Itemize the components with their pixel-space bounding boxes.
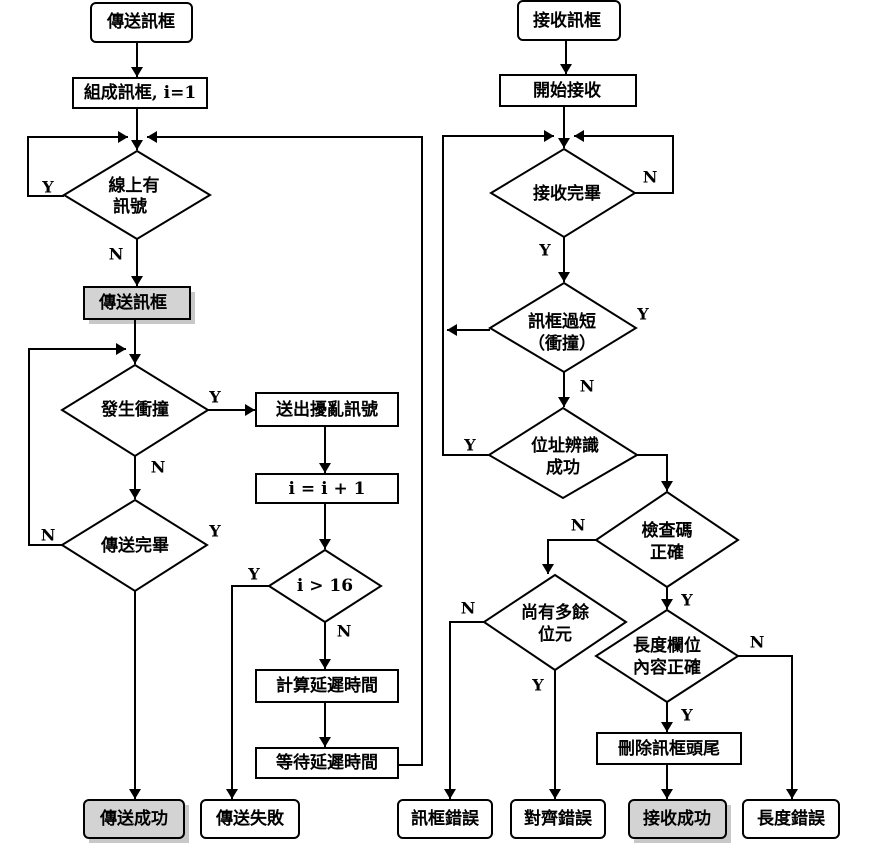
length-label-2: 內容正確: [633, 657, 701, 678]
yes-label: Y: [636, 305, 649, 324]
begin-receive-label: 開始接收: [533, 80, 601, 101]
extra-bits-label-2: 位元: [538, 624, 572, 645]
sender-start: 傳送訊框: [90, 2, 193, 43]
length-error-label: 長度錯誤: [757, 808, 826, 829]
line-busy-label-2: 訊號: [113, 196, 147, 217]
calc-delay-box: 計算延遲時間: [255, 669, 399, 703]
send-fail-box: 傳送失敗: [200, 799, 300, 839]
strip-header-box: 刪除訊框頭尾: [596, 732, 742, 765]
increment-label: i = i + 1: [289, 479, 366, 499]
line-busy-label-1: 線上有: [109, 175, 160, 196]
yes-label: Y: [463, 436, 476, 455]
no-label: N: [109, 245, 124, 264]
wait-delay-box: 等待延遲時間: [255, 747, 399, 779]
too-short-label-2: （衝撞）: [528, 333, 596, 354]
no-label: N: [571, 516, 586, 535]
yes-label: Y: [531, 676, 544, 695]
length-field-decision: 長度欄位 內容正確: [594, 608, 740, 704]
receive-success-label: 接收成功: [643, 808, 711, 829]
align-error-label: 對齊錯誤: [524, 808, 593, 829]
frame-too-short-decision: 訊框過短 （衝撞）: [488, 281, 638, 374]
busy-loop-line: [27, 131, 128, 197]
restart-loop-line: [442, 130, 554, 456]
receive-done-decision: 接收完畢: [489, 147, 637, 239]
arrow: [444, 621, 484, 799]
arrow: [226, 585, 269, 799]
arrow: [738, 655, 798, 799]
no-label: N: [580, 377, 595, 396]
checksum-label-1: 檢查碼: [642, 520, 693, 541]
no-label: N: [461, 599, 476, 618]
collision-decision: 發生衝撞: [60, 363, 210, 458]
yes-label: Y: [247, 565, 260, 584]
wait-delay-label: 等待延遲時間: [276, 752, 378, 773]
too-short-label-1: 訊框過短: [528, 311, 596, 332]
address-match-decision: 位址辨識 成功: [487, 406, 639, 500]
line-busy-decision: 線上有 訊號: [62, 149, 212, 241]
checksum-decision: 檢查碼 正確: [594, 490, 740, 589]
jam-label: 送出擾亂訊號: [276, 399, 378, 420]
strip-label: 刪除訊框頭尾: [618, 738, 720, 759]
send-success-label: 傳送成功: [99, 808, 168, 829]
send-done-label: 傳送完畢: [100, 535, 169, 556]
frame-error-box: 訊框錯誤: [397, 799, 493, 839]
no-label: N: [643, 168, 658, 187]
no-label: N: [337, 622, 352, 641]
increment-box: i = i + 1: [255, 473, 399, 504]
assemble-label: 組成訊框, i=1: [84, 82, 196, 103]
arrow: [542, 539, 596, 574]
checksum-label-2: 正確: [650, 542, 684, 563]
transmit-frame-box: 傳送訊框: [83, 286, 195, 324]
yes-label: Y: [680, 706, 693, 725]
no-label: N: [151, 458, 166, 477]
receiver-start-label: 接收訊框: [533, 10, 601, 31]
no-label: N: [750, 633, 765, 652]
yes-label: Y: [208, 522, 221, 541]
alignment-error-box: 對齊錯誤: [510, 799, 606, 839]
jam-signal-box: 送出擾亂訊號: [255, 392, 399, 427]
retry-loop-line: [147, 131, 423, 766]
collision-label: 發生衝撞: [100, 399, 169, 420]
yes-label: Y: [41, 178, 54, 197]
sender-start-label: 傳送訊框: [106, 11, 175, 32]
assemble-frame-box: 組成訊框, i=1: [72, 77, 208, 109]
address-label-1: 位址辨識: [531, 435, 599, 456]
send-fail-label: 傳送失敗: [215, 808, 285, 829]
yes-label: Y: [208, 388, 221, 407]
yes-label: Y: [538, 241, 551, 260]
receiver-start: 接收訊框: [517, 0, 621, 41]
send-success-box: 傳送成功: [83, 799, 189, 843]
calc-delay-label: 計算延遲時間: [276, 675, 378, 696]
length-label-1: 長度欄位: [633, 635, 701, 656]
receive-success-box: 接收成功: [628, 799, 731, 843]
not-done-loop-line: [28, 343, 126, 546]
yes-label: Y: [680, 591, 693, 610]
retry-limit-decision: i > 16: [267, 548, 383, 624]
extra-bits-decision: 尚有多餘 位元: [482, 573, 628, 672]
receive-loop-line: [574, 130, 674, 194]
receive-done-label: 接收完畢: [533, 183, 601, 204]
address-label-2: 成功: [546, 457, 580, 478]
arrow: [637, 454, 673, 491]
transmit-label: 傳送訊框: [98, 292, 167, 313]
limit-label: i > 16: [297, 576, 353, 596]
no-label: N: [41, 526, 56, 545]
extra-bits-label-1: 尚有多餘: [521, 602, 590, 623]
frame-error-label: 訊框錯誤: [411, 808, 480, 829]
send-done-decision: 傳送完畢: [60, 498, 209, 593]
length-error-box: 長度錯誤: [742, 799, 840, 839]
begin-receive-box: 開始接收: [499, 74, 637, 107]
